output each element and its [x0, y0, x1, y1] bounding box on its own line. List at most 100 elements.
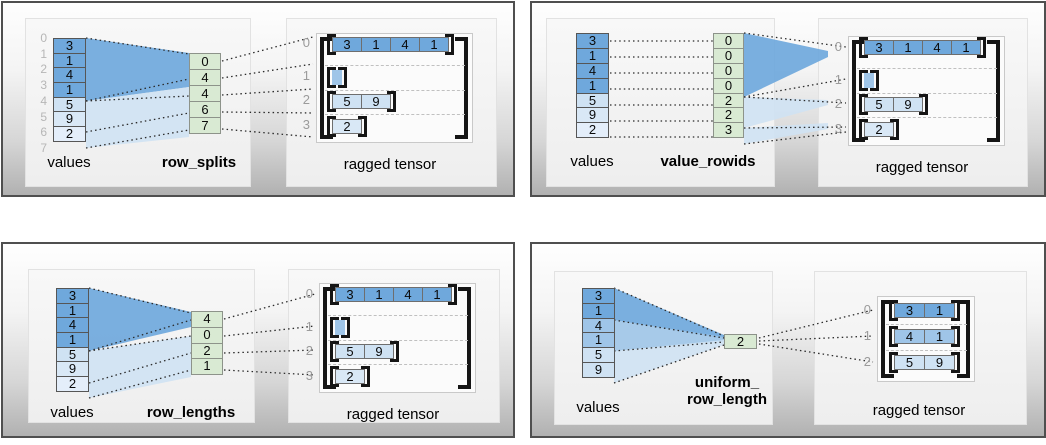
tensor-row: 4 1: [889, 326, 960, 347]
value-cell: 5: [576, 92, 609, 109]
row-separator: [325, 90, 465, 91]
value-cell: 3: [53, 38, 86, 54]
values-label: values: [576, 399, 620, 416]
tensor-row: 3 1 4 1: [330, 284, 457, 305]
values-label: values: [570, 153, 614, 170]
tensor-cell: 5: [335, 344, 365, 359]
row-index: 1: [305, 318, 313, 334]
tensor-cell: 1: [361, 37, 391, 52]
value-cell: 3: [576, 33, 609, 49]
param-cell: 0: [713, 33, 744, 49]
empty-cell: [332, 70, 342, 85]
tensor-cell: 1: [951, 40, 981, 55]
tensor-cell: 9: [364, 344, 394, 359]
tensor-row: 5 9: [859, 94, 928, 115]
row-index: 3: [305, 367, 313, 383]
tensor-row: 2: [859, 119, 899, 140]
param-cell: 4: [191, 311, 223, 328]
tensor-row: 3 1: [889, 300, 960, 321]
row-index: 0: [834, 38, 842, 54]
ragged-tensor: 3 1 4 1 5 9 2: [848, 36, 1005, 146]
tensor-row: 2: [327, 116, 367, 137]
value-rowids-column: 0 0 0 0 2 2 3: [713, 33, 744, 139]
value-cell: 5: [56, 346, 89, 363]
right-bracket-icon: [987, 40, 1000, 142]
method-label: row_splits: [161, 154, 237, 171]
row-index: 3: [302, 117, 310, 132]
row-index: 1: [834, 71, 842, 87]
method-label: value_rowids: [660, 153, 756, 170]
tensor-row-empty: [327, 67, 347, 88]
param-cell: 1: [191, 358, 223, 375]
value-cell: 4: [576, 62, 609, 79]
tensor-row: 3 1 4 1: [327, 34, 454, 55]
tensor-cell: 9: [924, 355, 955, 370]
tensor-cell: 5: [864, 97, 894, 112]
tensor-cell: 3: [332, 37, 362, 52]
tensor-cell: 9: [361, 94, 391, 109]
value-cell: 5: [582, 347, 615, 363]
tensor-row: 5 9: [327, 91, 396, 112]
tensor-cell: 5: [332, 94, 362, 109]
value-cell: 1: [56, 332, 89, 348]
connector-overlay: [88, 287, 316, 399]
row-index: 2: [863, 353, 871, 369]
right-bracket-icon: [957, 300, 970, 378]
left-bracket-icon: [881, 300, 894, 378]
param-cell: 4: [189, 69, 221, 86]
empty-cell: [864, 73, 874, 88]
left-bracket-icon: [852, 40, 865, 142]
value-index: 3: [40, 78, 47, 93]
tensor-row: 5 9: [330, 341, 399, 362]
value-index: 2: [40, 62, 47, 77]
param-cell: 2: [724, 334, 757, 349]
quadrant-uniform-row-length: 3 1 4 1 5 9 2 values uniform_ row_length…: [530, 242, 1046, 438]
right-bracket-icon: [458, 287, 471, 389]
row-separator: [886, 350, 967, 351]
param-cell: 0: [189, 53, 221, 70]
tensor-cell: 4: [922, 40, 952, 55]
param-cell: 7: [189, 117, 221, 134]
quadrant-row-lengths: 3 1 4 1 5 9 2 4 0 2 1 values row_lengths…: [1, 242, 515, 438]
method-label: row_lengths: [146, 404, 236, 421]
row-index: 3: [834, 120, 842, 136]
row-index: 0: [305, 285, 313, 301]
uniform-row-length-cell: 2: [724, 334, 757, 349]
row-separator: [886, 324, 967, 325]
value-cell: 3: [56, 288, 89, 304]
tensor-cell: 2: [335, 369, 365, 384]
row-splits-column: 0 4 4 6 7: [189, 53, 221, 134]
tensor-cell: 4: [390, 37, 420, 52]
row-separator: [857, 93, 997, 94]
row-index: 2: [305, 342, 313, 358]
tensor-cell: 2: [864, 122, 894, 137]
row-index: 0: [302, 35, 310, 50]
value-index: 0: [40, 31, 47, 45]
param-cell: 0: [713, 62, 744, 79]
row-separator: [325, 65, 465, 66]
tensor-cell: 3: [894, 303, 925, 318]
values-label: values: [50, 404, 94, 421]
row-index: 1: [302, 68, 310, 83]
tensor-cell: 3: [335, 287, 365, 302]
tensor-label: ragged tensor: [875, 159, 969, 176]
connector-overlay: [85, 36, 314, 149]
tensor-row: 5 9: [889, 352, 960, 373]
values-column: 3 1 4 1 5 9 2: [53, 38, 86, 142]
empty-cell: [335, 320, 345, 335]
values-column: 3 1 4 1 5 9 2: [576, 33, 609, 139]
method-label-line1: uniform_: [694, 374, 760, 391]
value-cell: 4: [53, 67, 86, 84]
param-cell: 0: [191, 326, 223, 344]
row-separator: [328, 315, 468, 316]
value-index: 6: [40, 125, 47, 140]
param-cell: 3: [713, 122, 744, 139]
quadrant-row-splits: 0 1 2 3 4 5 6 7 3 1 4 1 5 9 2 0 4 4 6 7 …: [1, 1, 515, 197]
param-cell: 2: [713, 92, 744, 109]
tensor-row: 2: [330, 366, 370, 387]
row-index: 1: [863, 327, 871, 343]
tensor-cell: 9: [893, 97, 923, 112]
value-cell: 2: [576, 122, 609, 139]
left-bracket-icon: [323, 287, 336, 389]
